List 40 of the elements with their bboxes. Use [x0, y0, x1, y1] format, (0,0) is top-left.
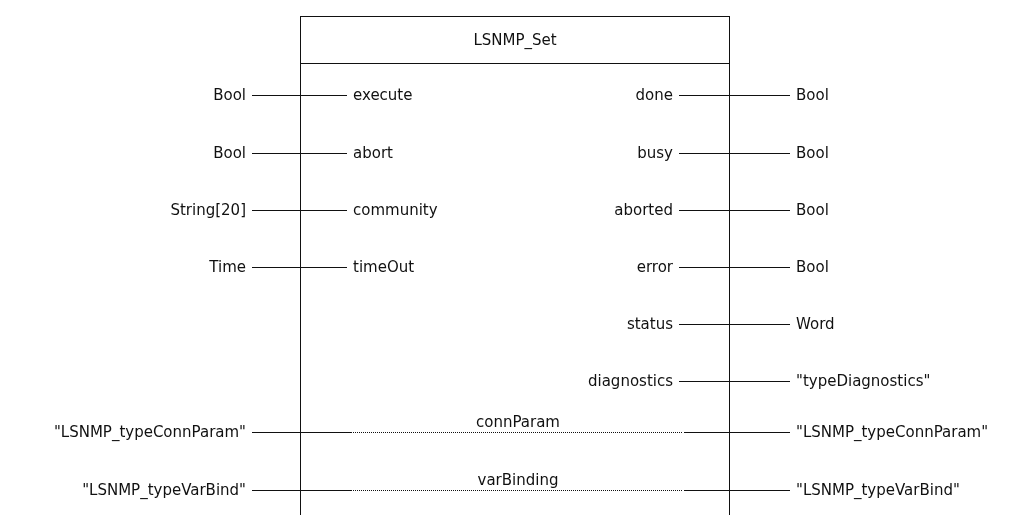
function-block — [300, 16, 730, 515]
connector-line — [678, 267, 791, 268]
data-type-label: Word — [790, 313, 841, 335]
data-type-label: Bool — [790, 199, 835, 221]
data-type-label: Bool — [207, 84, 252, 106]
connector-line — [251, 153, 348, 154]
connector-line — [251, 267, 348, 268]
parameter-name: busy — [631, 142, 679, 164]
data-type-label: Bool — [207, 142, 252, 164]
connector-line — [678, 95, 791, 96]
parameter-name: execute — [347, 84, 419, 106]
parameter-name: community — [347, 199, 444, 221]
connector-line — [678, 153, 791, 154]
connector-line — [251, 432, 791, 433]
edge-label: varBinding — [477, 470, 559, 489]
parameter-name: timeOut — [347, 256, 421, 278]
data-type-label: "LSNMP_typeVarBind" — [76, 479, 252, 501]
data-type-label: "LSNMP_typeConnParam" — [790, 421, 995, 443]
connector-line — [678, 324, 791, 325]
data-type-label: String[20] — [164, 199, 252, 221]
data-type-label: "LSNMP_typeVarBind" — [790, 479, 966, 501]
data-type-label: Bool — [790, 142, 835, 164]
connector-line — [251, 95, 348, 96]
parameter-name: abort — [347, 142, 399, 164]
data-type-label: "typeDiagnostics" — [790, 370, 937, 392]
data-type-label: Bool — [790, 256, 835, 278]
data-type-label: "LSNMP_typeConnParam" — [47, 421, 252, 443]
edge-label: connParam — [476, 412, 560, 431]
block-title: LSNMP_Set — [473, 31, 557, 49]
parameter-name: diagnostics — [582, 370, 679, 392]
parameter-name: status — [620, 313, 679, 335]
connector-line — [251, 490, 791, 491]
parameter-name: done — [629, 84, 679, 106]
parameter-name: error — [630, 256, 679, 278]
connector-line — [678, 210, 791, 211]
parameter-name: aborted — [608, 199, 679, 221]
connector-line — [251, 210, 348, 211]
data-type-label: Bool — [790, 84, 835, 106]
data-type-label: Time — [203, 256, 252, 278]
connector-line — [678, 381, 791, 382]
